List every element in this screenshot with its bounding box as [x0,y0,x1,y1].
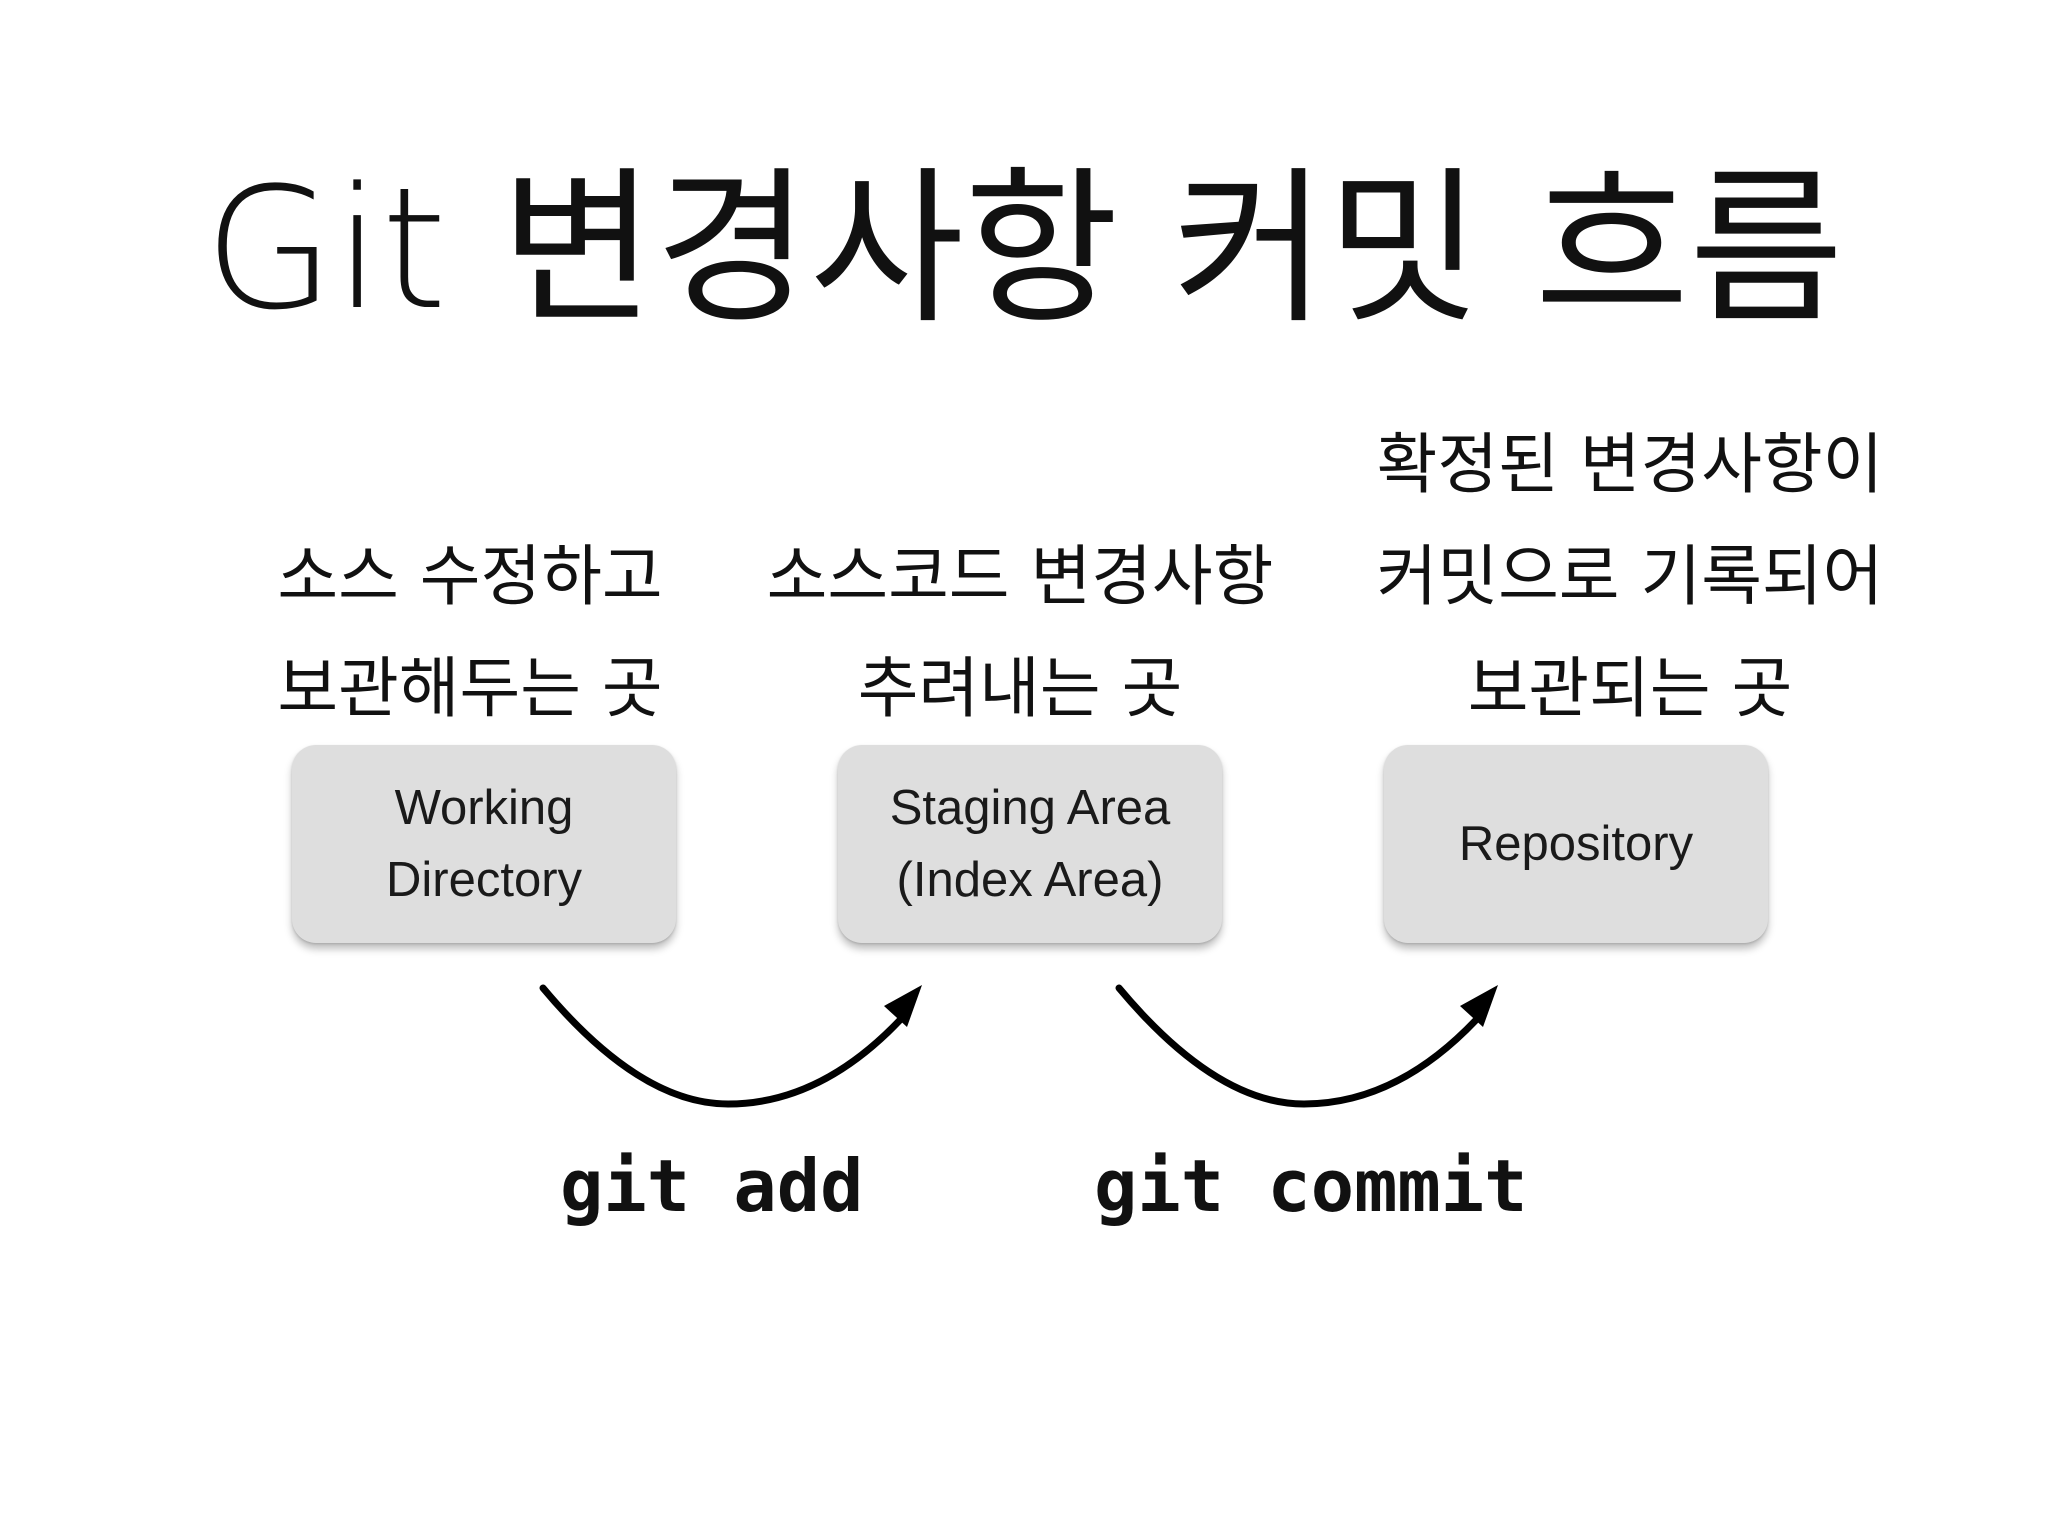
working-directory-box: Working Directory [292,745,676,943]
staging-area-description: 소스코드 변경사항 추려내는 곳 [740,521,1300,745]
git-add-arrow-head [884,985,922,1027]
description-line: 소스코드 변경사항 [766,538,1274,615]
description-line: 확정된 변경사항이 [1376,426,1884,503]
box-label-line: (Index Area) [896,853,1164,907]
box-label-line: Staging Area [889,781,1171,835]
git-add-command-label: git add [560,1144,864,1228]
repository-description: 확정된 변경사항이 커밋으로 기록되어 보관되는 곳 [1340,409,1920,745]
repository-box: Repository [1384,745,1768,943]
git-commit-command-label: git commit [1094,1144,1528,1228]
git-commit-arrow-head [1460,985,1498,1027]
box-label-line: Repository [1458,817,1694,871]
description-line: 보관해두는 곳 [277,650,663,727]
staging-area-box: Staging Area (Index Area) [838,745,1222,943]
git-commit-arrow-curve [1115,984,1480,1108]
box-label-line: Directory [385,853,583,907]
slide-title: Git 변경사항 커밋 흐름 [204,151,1844,347]
working-directory-description: 소스 수정하고 보관해두는 곳 [240,521,700,745]
box-label-line: Working [394,781,574,835]
description-line: 추려내는 곳 [857,650,1183,727]
description-line: 소스 수정하고 [277,538,663,615]
description-line: 커밋으로 기록되어 [1376,538,1884,615]
git-add-arrow-curve [539,984,904,1108]
description-line: 보관되는 곳 [1467,650,1793,727]
